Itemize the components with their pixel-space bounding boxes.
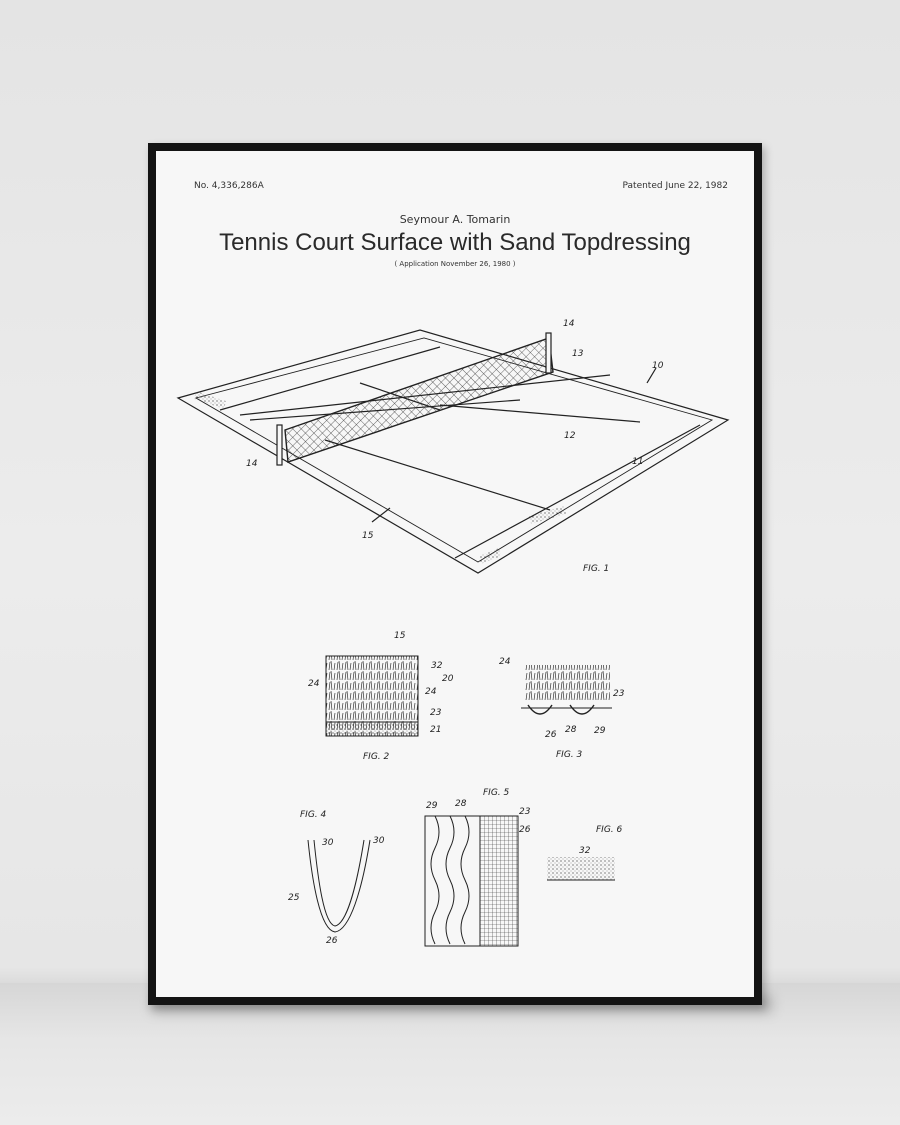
figure-label: 23	[430, 708, 442, 718]
figure-label: 15	[362, 531, 374, 541]
fig5-caption: FIG. 5	[483, 788, 510, 798]
figure-label: 13	[572, 349, 584, 359]
figure-label: 30	[322, 838, 334, 848]
figure-label: 26	[326, 936, 338, 946]
figure-label: 21	[430, 725, 441, 735]
floor	[0, 983, 900, 1125]
fig1-tennis-court	[176, 329, 730, 574]
fig3-caption: FIG. 3	[556, 750, 583, 760]
patent-number: No. 4,336,286A	[194, 181, 264, 191]
figure-label: 24	[308, 679, 320, 689]
fig2-caption: FIG. 2	[363, 752, 390, 762]
figure-label: 10	[652, 361, 664, 371]
figure-label: 28	[565, 725, 577, 735]
figure-label: 14	[246, 459, 258, 469]
figure-label: 30	[373, 836, 385, 846]
fig4-caption: FIG. 4	[300, 810, 327, 820]
figure-label: 29	[426, 801, 438, 811]
fig6-caption: FIG. 6	[596, 825, 623, 835]
figure-label: 14	[563, 319, 575, 329]
figure-label: 25	[288, 893, 300, 903]
patent-poster: No. 4,336,286A Patented June 22, 1982 Se…	[156, 151, 754, 997]
figure-label: 29	[594, 726, 606, 736]
figure-label: 24	[499, 657, 511, 667]
figure-label: 26	[545, 730, 557, 740]
fig6-sand-layer: FIG. 6 32	[547, 825, 623, 881]
figure-label: 20	[442, 674, 454, 684]
figure-label: 15	[394, 631, 406, 641]
figure-label: 24	[425, 687, 437, 697]
fig1-caption: FIG. 1	[583, 564, 609, 574]
figure-label: 11	[632, 457, 643, 467]
fig2-turf-section: 15 32 20 24 24 23 21 FIG. 2	[308, 631, 454, 762]
figure-label: 23	[613, 689, 625, 699]
fig5-backing-weave: FIG. 5 29 28 23 26	[424, 788, 531, 947]
figure-label: 32	[579, 846, 591, 856]
patented-date: Patented June 22, 1982	[622, 181, 729, 191]
figure-label: 26	[519, 825, 531, 835]
figure-label: 23	[519, 807, 531, 817]
poster-title: Tennis Court Surface with Sand Topdressi…	[219, 229, 691, 256]
application-date: ( Application November 26, 1980 )	[394, 260, 516, 268]
fig4-fiber-strand: FIG. 4 30 30 25 26	[288, 810, 385, 946]
poster-frame: No. 4,336,286A Patented June 22, 1982 Se…	[148, 143, 762, 1005]
figure-label: 32	[431, 661, 443, 671]
figure-label: 28	[455, 799, 467, 809]
fig3-turf-fibers: 24 23 26 28 29 FIG. 3	[499, 657, 625, 760]
inventor-name: Seymour A. Tomarin	[399, 213, 511, 226]
fig1-labels: 14 13 10 12 11 14 15 FIG. 1	[246, 319, 664, 574]
patent-drawings: 14 13 10 12 11 14 15 FIG. 1 15 32 20 24 …	[176, 319, 730, 947]
figure-label: 12	[564, 431, 576, 441]
